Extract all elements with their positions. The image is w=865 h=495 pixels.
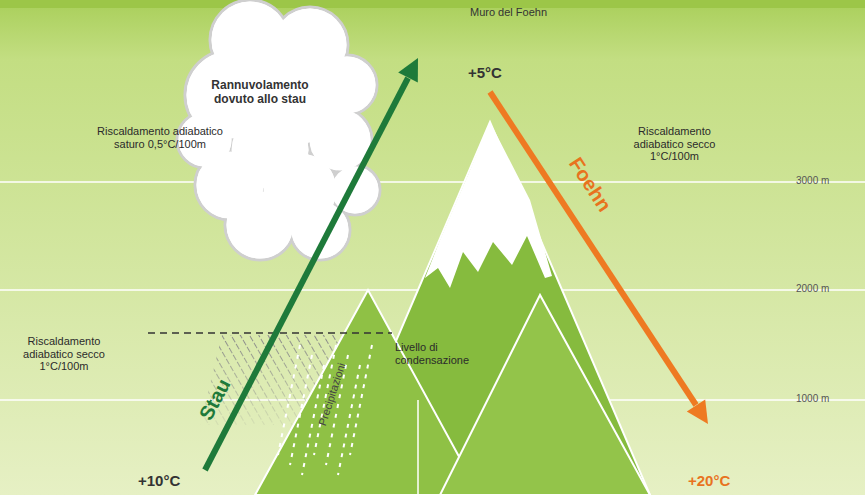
lapse-rate-note: Riscaldamento adiabatico secco 1°C/100m [612,125,737,163]
lapse-rate-note: Riscaldamento adiabatico saturo 0,5°C/10… [95,125,225,150]
temperature: +20°C [688,472,758,489]
lapse-rate-note: Riscaldamento adiabatico secco 1°C/100m [5,335,123,373]
foehn-arrowhead [687,400,708,424]
altitude-mark: 3000 m [796,175,856,187]
altitude-mark: 1000 m [796,393,856,405]
stau-arrowhead [398,58,418,83]
altitude-mark: 2000 m [796,283,856,295]
temperature: +10°C [138,472,208,489]
wall-label: Muro del Foehn [470,6,600,19]
level-label: Livello di condensazione [395,341,505,366]
cloud-label: Rannuvolamento dovuto allo stau [195,78,325,107]
temperature: +5°C [468,64,528,81]
